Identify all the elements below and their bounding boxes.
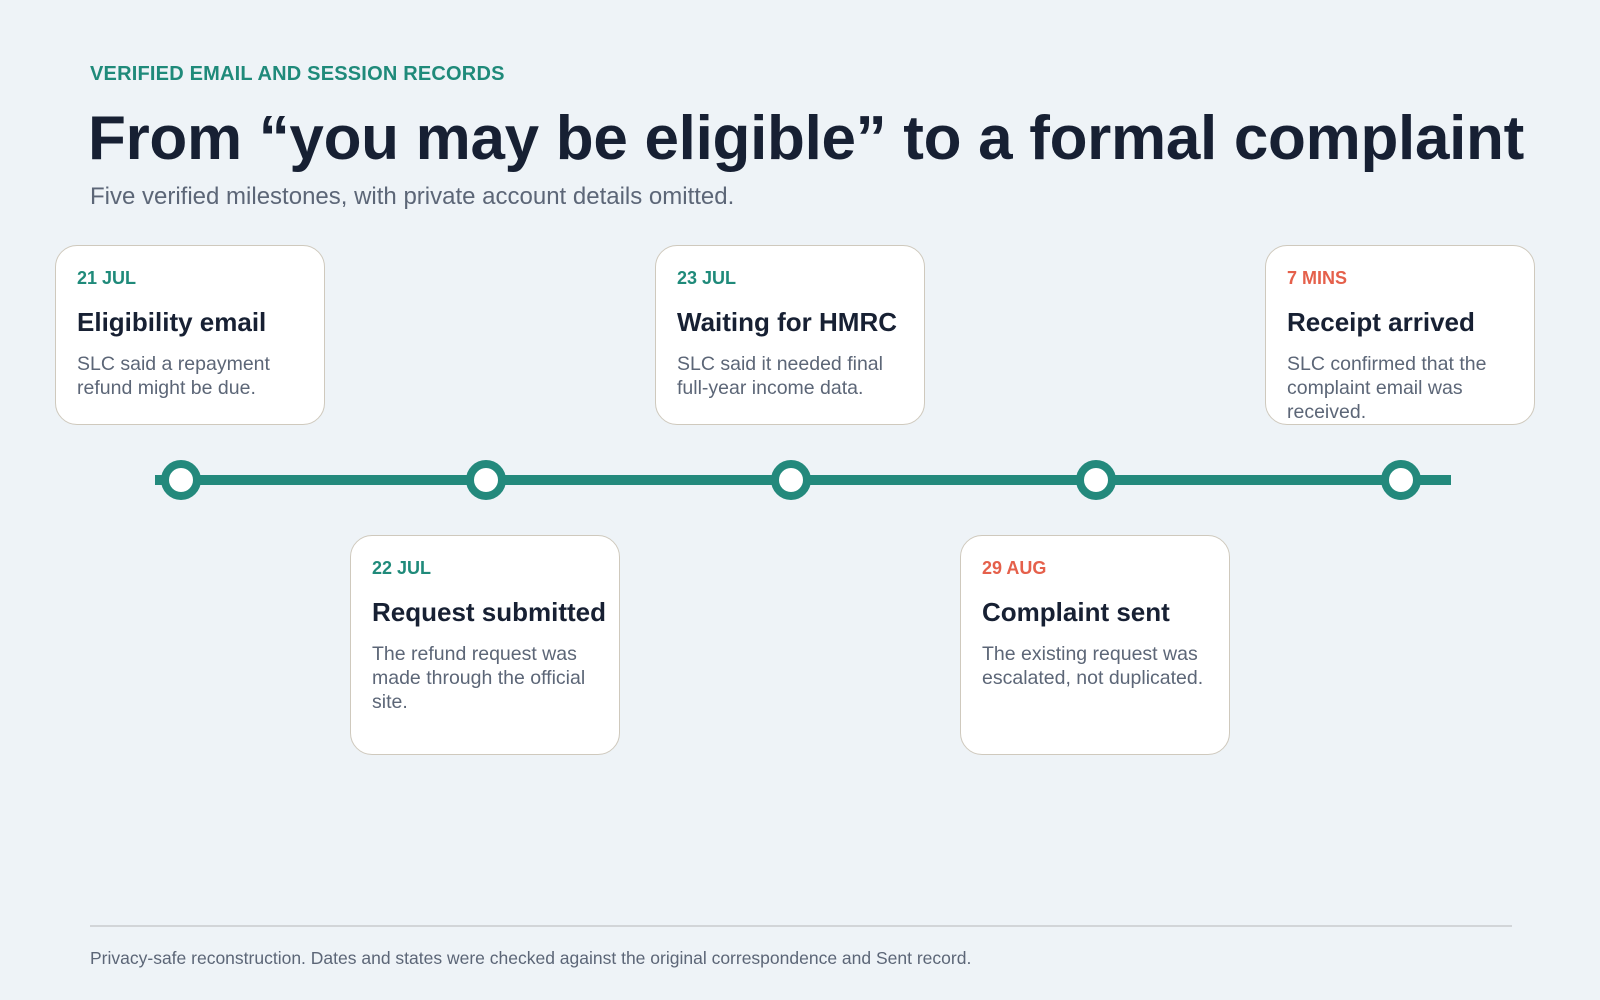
milestone-card-2: 22 JUL Request submitted The refund requ…: [350, 535, 620, 755]
milestone-card-4: 29 AUG Complaint sent The existing reque…: [960, 535, 1230, 755]
eyebrow-label: VERIFIED EMAIL AND SESSION RECORDS: [90, 63, 505, 85]
page-subtitle: Five verified milestones, with private a…: [90, 183, 735, 210]
timeline-node-4: [1076, 460, 1116, 500]
timeline-node-1: [161, 460, 201, 500]
timeline-node-3: [771, 460, 811, 500]
footer-note: Privacy-safe reconstruction. Dates and s…: [90, 948, 972, 968]
milestone-date: 23 JUL: [677, 268, 737, 288]
milestone-title: Request submitted: [372, 597, 607, 627]
milestone-card-5: 7 MINS Receipt arrived SLC confirmed tha…: [1265, 245, 1535, 425]
milestone-date: 7 MINS: [1287, 268, 1348, 288]
milestone-description: SLC said it needed final full-year incom…: [677, 353, 883, 399]
milestone-description: The existing request was escalated, not …: [982, 643, 1204, 689]
milestone-title: Waiting for HMRC: [677, 307, 897, 337]
milestone-title: Receipt arrived: [1287, 307, 1475, 337]
milestone-description: SLC said a repayment refund might be due…: [77, 353, 270, 399]
footer-divider: [90, 925, 1512, 927]
milestone-title: Complaint sent: [982, 597, 1170, 627]
timeline-node-2: [466, 460, 506, 500]
milestone-card-1: 21 JUL Eligibility email SLC said a repa…: [55, 245, 325, 425]
milestone-date: 22 JUL: [372, 558, 432, 578]
milestone-title: Eligibility email: [77, 307, 267, 337]
milestone-date: 21 JUL: [77, 268, 137, 288]
milestone-card-3: 23 JUL Waiting for HMRC SLC said it need…: [655, 245, 925, 425]
milestone-date: 29 AUG: [982, 558, 1047, 578]
milestone-description: The refund request was made through the …: [372, 643, 586, 713]
timeline-node-5: [1381, 460, 1421, 500]
page-title: From “you may be eligible” to a formal c…: [88, 104, 1524, 173]
milestone-description: SLC confirmed that the complaint email w…: [1287, 353, 1487, 423]
